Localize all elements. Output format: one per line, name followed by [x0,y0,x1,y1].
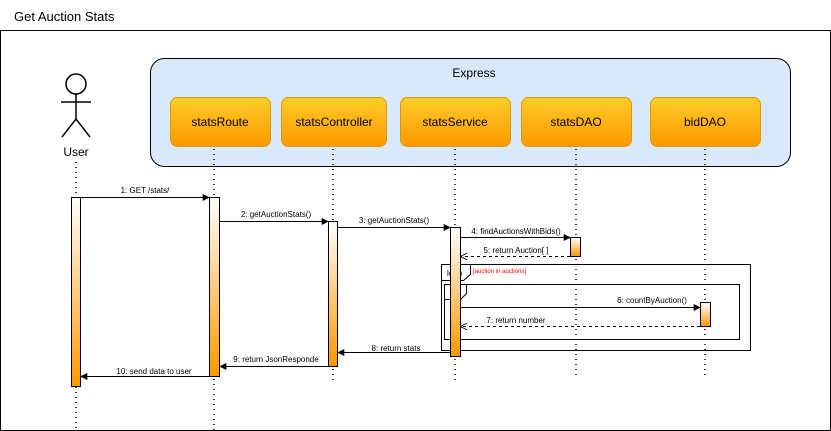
message-label: 8: return stats [372,344,421,353]
lifelines [75,149,706,431]
message-3: 3: getAuctionStats() [338,216,451,231]
message-label: 2: getAuctionStats() [241,210,312,219]
participant-box [521,97,632,147]
participant-label: bidDAO [684,115,726,129]
user-actor-icon [61,73,91,138]
message-9: 9: return JsonResponde [219,355,328,370]
activation-biddao [700,302,711,327]
activation-statsservice [450,227,461,357]
message-label: 10: send data to user [116,367,192,376]
participant-label: statsRoute [191,115,249,129]
participant-box [170,97,271,147]
message-2: 2: getAuctionStats() [220,210,329,225]
message-label: 4: findAuctionsWithBids() [471,227,561,236]
participant-statsdao: statsDAO [521,97,632,147]
message-label: 9: return JsonResponde [233,355,319,364]
alt-frame [444,284,740,340]
message-8: 8: return stats [337,344,450,356]
message-5: 5: return Auction[ ] [461,246,570,257]
message-label: 6: countByAuction() [617,296,687,305]
participant-statscontroller: statsController [281,97,387,147]
participant-label: statsService [422,115,488,129]
message-6: 6: countByAuction() [461,296,701,311]
participant-biddao: bidDAO [650,97,761,147]
message-10: 10: send data to user [80,367,209,380]
message-label: 7: return number [486,316,545,325]
participant-box [400,97,511,147]
loop-guard: [auction in auctions] [473,269,526,275]
participant-label: statsDAO [550,115,601,129]
participant-label: statsController [295,115,372,129]
alt-fragment: alt [444,284,740,340]
activations [71,197,711,387]
message-label: 3: getAuctionStats() [359,216,430,225]
message-7: 7: return number [461,316,700,327]
diagram-title: Get Auction Stats [14,9,115,24]
participant-statsservice: statsService [400,97,511,147]
activation-user [71,197,81,387]
participant-box [650,97,761,147]
activation-statsroute [209,197,220,377]
message-4: 4: findAuctionsWithBids() [461,227,571,241]
message-1: 1: GET /stats/ [81,186,210,201]
activation-statscontroller [328,221,338,367]
participant-box [281,97,387,147]
user-actor-label: User [63,145,88,159]
message-label: 5: return Auction[ ] [484,246,549,255]
activation-statsdao [570,237,581,257]
loop-frame [441,264,751,351]
participant-statsroute: statsRoute [170,97,271,147]
message-label: 1: GET /stats/ [121,186,171,195]
express-label: Express [452,66,495,80]
